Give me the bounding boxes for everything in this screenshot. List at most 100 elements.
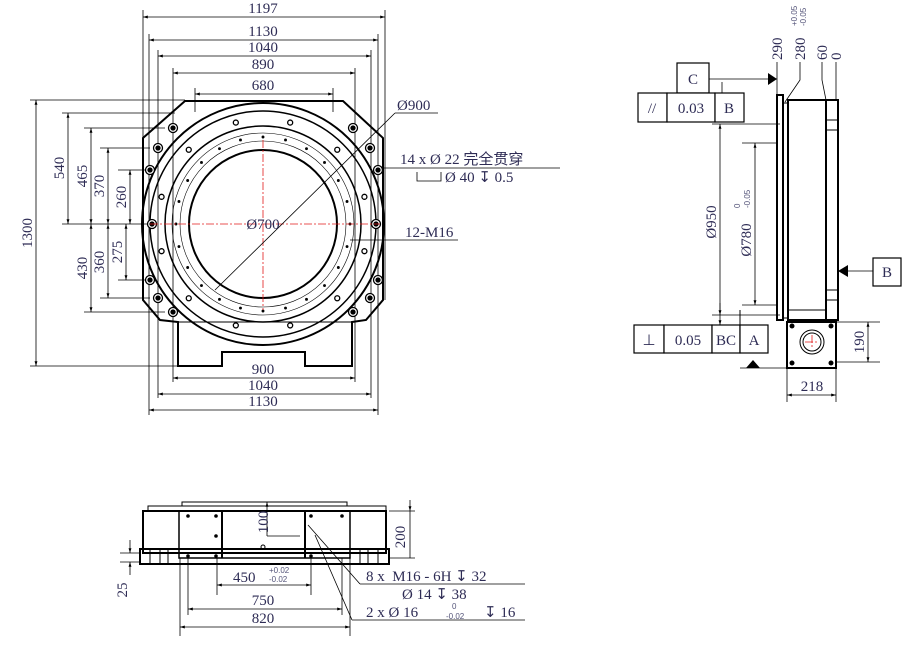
small-hole	[345, 200, 349, 203]
small-hole	[323, 161, 326, 164]
dim-218: 218	[801, 379, 824, 395]
small-hole	[323, 284, 326, 287]
dim-540: 540	[52, 157, 68, 180]
threaded-hole	[158, 248, 165, 255]
small-hole	[218, 297, 221, 301]
bottom-dimension-lines	[120, 500, 525, 636]
bolt-holes	[144, 119, 384, 329]
counterbore-note: Ø 40 ↧ 0.5	[445, 170, 513, 186]
small-hole	[239, 138, 242, 142]
front-view: 1197 1130 1040 890 680 900 1040 1130 130…	[20, 1, 560, 415]
threaded-hole	[232, 119, 239, 126]
small-hole	[239, 306, 242, 310]
datum-b-box	[872, 257, 902, 287]
dim-0: 0	[829, 53, 845, 61]
small-hole	[186, 266, 190, 269]
dim-430: 430	[75, 257, 91, 280]
threaded-hole	[158, 193, 165, 200]
dim-260: 260	[114, 186, 130, 209]
small-hole	[305, 297, 308, 301]
tol-450-lower: -0.02	[269, 575, 288, 584]
dim-680: 680	[252, 78, 275, 94]
thread-note-2: Ø 14 ↧ 38	[402, 587, 467, 603]
parallelism-frame: // 0.03 B	[637, 92, 745, 123]
through-hole-center	[367, 145, 373, 151]
leaders	[214, 112, 560, 291]
extension-lines	[30, 10, 386, 415]
dim-890: 890	[252, 57, 275, 73]
through-hole-center	[170, 125, 176, 131]
datum-c-label: C	[688, 72, 698, 88]
threaded-hole	[232, 322, 239, 329]
threaded-holes-note: 12-M16	[405, 225, 454, 241]
threaded-hole	[334, 146, 341, 153]
pin-depth: ↧ 16	[484, 605, 516, 621]
dim-1130-bottom: 1130	[248, 394, 277, 410]
threaded-hole	[287, 119, 294, 126]
parallelism-tolerance: 0.03	[678, 101, 704, 117]
pin-tol-upper: 0	[452, 602, 457, 611]
dim-900: 900	[252, 362, 275, 378]
tol-780-upper: 0	[733, 203, 742, 208]
threaded-hole	[287, 322, 294, 329]
small-hole	[218, 147, 221, 151]
dimension-lines	[34, 15, 385, 412]
datum-a-triangle	[746, 360, 760, 368]
tol-450-upper: +0.02	[269, 566, 290, 575]
perpendicularity-datum-a: A	[749, 333, 760, 349]
dim-diameter-950: Ø950	[704, 205, 720, 238]
parallelism-datum: B	[724, 101, 734, 117]
through-hole-center	[155, 295, 161, 301]
dim-450: 450	[233, 570, 256, 586]
dim-1040-top: 1040	[248, 40, 278, 56]
dim-1040-bottom: 1040	[248, 378, 278, 394]
dim-200: 200	[393, 526, 409, 549]
dim-25: 25	[115, 583, 131, 598]
dim-820: 820	[252, 611, 275, 627]
threaded-hole	[334, 295, 341, 302]
small-hole	[261, 135, 265, 139]
small-hole	[336, 179, 340, 182]
small-hole	[200, 161, 203, 164]
dim-1197: 1197	[248, 1, 278, 17]
perpendicularity-symbol: ⊥	[642, 333, 655, 349]
pin-note: 2 x Ø 16	[366, 605, 419, 621]
bore-diameter-label: Ø700	[246, 217, 279, 233]
through-hole-center	[375, 167, 381, 173]
dim-280: 280	[793, 38, 809, 61]
small-hole	[345, 245, 349, 248]
through-hole-center	[350, 125, 356, 131]
outer-diameter-label: Ø900	[397, 98, 430, 114]
small-hole	[200, 284, 203, 287]
threaded-hole	[361, 248, 368, 255]
dim-diameter-780: Ø780	[739, 223, 755, 256]
dim-465: 465	[75, 165, 91, 188]
dim-100: 100	[256, 511, 272, 534]
tol-lower-280: -0.05	[799, 7, 808, 26]
threaded-hole	[361, 193, 368, 200]
side-view: C // 0.03 B 290 280 60 0 +0.05 -0.05 Ø95…	[633, 5, 902, 402]
dim-1130-top: 1130	[248, 24, 277, 40]
small-hole	[177, 200, 181, 203]
through-holes-note: 14 x Ø 22 完全贯穿	[400, 150, 523, 168]
dim-60: 60	[815, 45, 831, 60]
through-hole-center	[170, 309, 176, 315]
threaded-hole	[185, 146, 192, 153]
small-hole	[305, 147, 308, 151]
datum-c-triangle	[768, 73, 777, 85]
perpendicularity-tolerance: 0.05	[675, 333, 701, 349]
perpendicularity-frame: ⊥ 0.05 BC A	[633, 310, 769, 354]
through-hole-center	[375, 277, 381, 283]
small-hole	[284, 306, 287, 310]
datum-c-box	[676, 62, 710, 94]
dim-275: 275	[110, 241, 126, 264]
datum-b-triangle	[838, 265, 848, 277]
through-hole-center	[367, 295, 373, 301]
pin-tol-lower: -0.02	[446, 612, 465, 621]
side-body	[776, 94, 839, 369]
dim-370: 370	[92, 175, 108, 198]
dim-1300: 1300	[20, 218, 36, 248]
dim-290: 290	[770, 38, 786, 61]
